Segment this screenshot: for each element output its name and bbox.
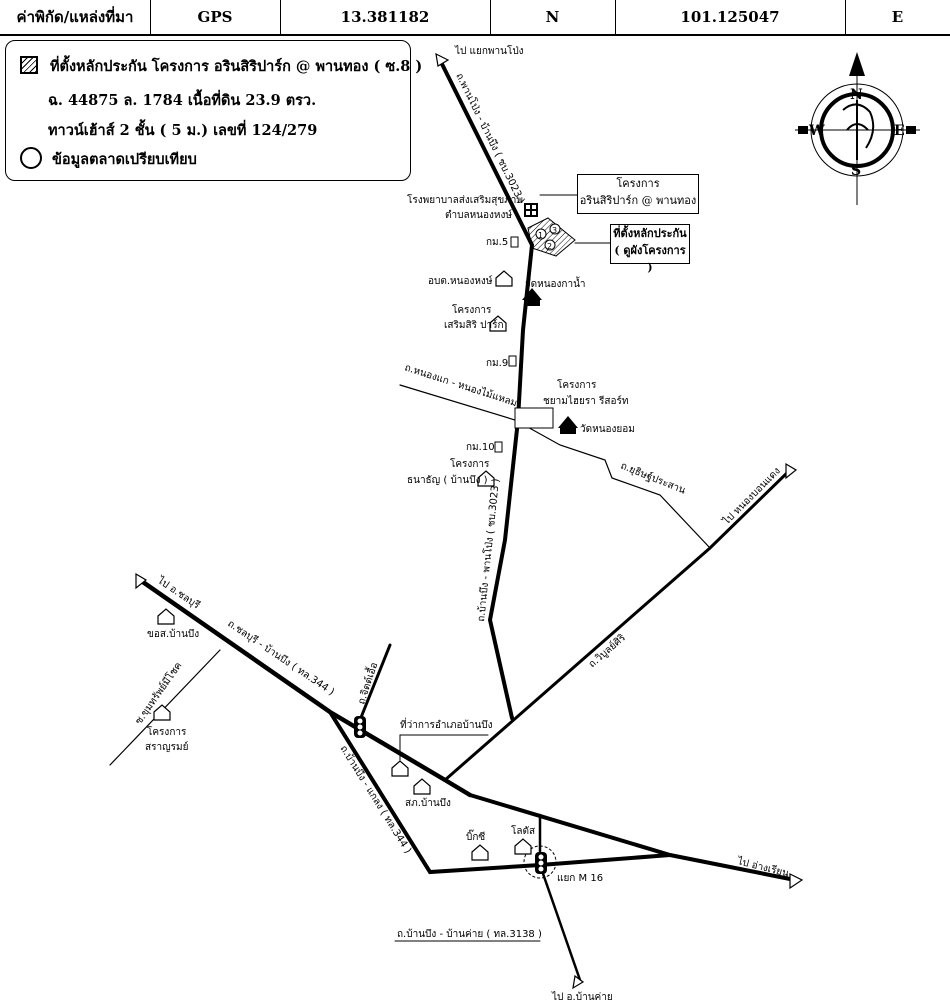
- temple-icon: [558, 416, 578, 434]
- latitude-value: 13.381182: [340, 8, 430, 26]
- house-icon: [489, 315, 507, 332]
- svg-text:2: 2: [547, 242, 552, 251]
- house-icon: [153, 704, 171, 721]
- label-thanathan-1: โครงการ: [450, 457, 490, 470]
- traffic-light-icon: [354, 716, 366, 738]
- label-road-3138: ถ.บ้านบึง - บ้านค่าย ( ทล.3138 ): [397, 928, 542, 940]
- road-344-klaeng: [328, 710, 672, 875]
- legend-collateral: ที่ตั้งหลักประกัน โครงการ อรินสิริปาร์ก …: [20, 55, 422, 78]
- compass-n: N: [850, 87, 863, 103]
- label-road-3023-north: ถ.พานโป่ง - บ้านบึง ( ชบ.3023 ): [453, 71, 528, 206]
- arrow-south: [572, 974, 585, 990]
- label-abt: อบต.หนองหงษ์: [428, 275, 493, 287]
- north-arrow-icon: [849, 52, 865, 76]
- house-icon: [391, 760, 409, 777]
- label-hospital-2: ตำบลหนองหงษ์: [445, 209, 512, 221]
- legend-townhouse: ทาวน์เฮ้าส์ 2 ชั้น ( 5 ม.) เลขที่ 124/27…: [48, 122, 318, 139]
- circle-swatch-icon: [20, 147, 42, 169]
- label-sam-1: โครงการ: [557, 378, 597, 391]
- coord-label: ค่าพิกัด/แหล่งที่มา: [16, 8, 134, 26]
- resort-plot: [514, 407, 554, 429]
- road-chitmai: [358, 643, 392, 722]
- temple-icon: [522, 288, 542, 306]
- road-end-arrows: [135, 52, 804, 990]
- road-wiboon: [443, 468, 792, 782]
- house-icon: [514, 838, 532, 855]
- legend-comparison: ข้อมูลตลาดเปรียบเทียบ: [20, 147, 197, 171]
- label-to-bankhai: ไป อ.บ้านค่าย: [551, 991, 613, 1003]
- marker-1: [535, 228, 547, 240]
- label-lotus: โลตัส: [511, 824, 535, 837]
- label-wat-nongkanam: วัดหนองกาน้ำ: [525, 276, 586, 290]
- label-road-344: ถ.ชลบุรี - บ้านบึง ( ทล.344 ): [225, 618, 336, 699]
- svg-text:3: 3: [552, 226, 557, 235]
- road-nongkae: [399, 384, 711, 549]
- label-district-office: ที่ว่าการอำเภอบ้านบึง: [400, 717, 493, 731]
- km-post-icon: [494, 441, 503, 453]
- label-km5: กม.5: [486, 237, 508, 248]
- label-wat-nongyom: วัดหนองยอม: [580, 424, 635, 435]
- latitude-dir: N: [545, 8, 560, 26]
- longitude-value: 101.125047: [680, 8, 780, 26]
- project-box: โครงการ อรินสิริปาร์ก @ พานทอง: [577, 174, 699, 214]
- legend-box: ที่ตั้งหลักประกัน โครงการ อรินสิริปาร์ก …: [5, 40, 422, 181]
- house-icon: [471, 844, 489, 861]
- label-police: สภ.บ้านบึง: [405, 797, 451, 809]
- label-school: ขอส.บ้านบึง: [147, 628, 199, 640]
- road-3138: [538, 813, 582, 982]
- label-to-nongborn: ไป หนองบอนแดง: [720, 465, 783, 528]
- label-saranrom-2: สราญรมย์: [145, 741, 188, 753]
- marker-3: [549, 223, 561, 235]
- label-km9: กม.9: [486, 358, 508, 369]
- arrow-east: [789, 873, 804, 890]
- house-icon: [413, 778, 431, 795]
- road-to-angrian: [468, 793, 797, 882]
- label-sermsiri-1: โครงการ: [452, 303, 492, 316]
- arrow-north: [435, 52, 450, 67]
- label-road-sukhumvit: ถ.ยุธิษฐ์ประสาน: [619, 460, 688, 497]
- compass-w: W: [808, 123, 825, 139]
- label-thanathan-2: ธนาธัญ ( บ้านบึง ): [407, 474, 488, 486]
- hatch-swatch-icon: [20, 56, 38, 74]
- compass-rose: [795, 52, 920, 205]
- label-saranrom-1: โครงการ: [147, 725, 187, 738]
- arrow-west: [135, 572, 148, 590]
- label-m16: แยก M 16: [557, 873, 603, 884]
- label-road-344b: ถ.บ้านบึง - แกลง ( ทล.344 ): [337, 743, 414, 856]
- gps-header: ค่าพิกัด/แหล่งที่มา GPS 13.381182 N 101.…: [0, 0, 950, 36]
- label-sermsiri-2: เสริมสิริ ปาร์ก: [444, 319, 504, 331]
- house-icon: [157, 608, 175, 625]
- label-sam-2: ชยามไฮยรา รีสอร์ท: [543, 395, 628, 407]
- project-site: [527, 217, 576, 257]
- m16-circle: [523, 845, 557, 879]
- compass-e: E: [894, 123, 905, 139]
- svg-text:1: 1: [538, 231, 543, 240]
- km-post-icons: [494, 236, 519, 453]
- km-post-icon: [510, 236, 519, 248]
- house-icons: [153, 270, 532, 861]
- office-link: [399, 734, 489, 761]
- house-icon: [477, 470, 495, 487]
- label-to-panthong: ไป แยกพานโป่ง: [454, 44, 524, 57]
- hospital-icon: [524, 203, 538, 217]
- arrow-east-top: [785, 462, 798, 480]
- longitude-dir: E: [891, 8, 904, 26]
- label-bigc: บิ๊กซี: [466, 829, 485, 843]
- km-post-icon: [508, 355, 517, 367]
- label-road-3023-south: ถ.บ้านบึง - พานโป่ง ( ชบ.3023 ): [474, 478, 502, 623]
- label-to-angrian: ไป อ่างเรียน: [735, 855, 790, 880]
- label-hospital-1: โรงพยาบาลส่งเสริมสุขภาพ: [407, 193, 523, 206]
- traffic-light-icon: [535, 852, 547, 874]
- road-344-chonburi: [137, 577, 473, 798]
- legend-title-deed: ฉ. 44875 ล. 1784 เนื้อที่ดิน 23.9 ตรว.: [48, 92, 317, 109]
- coord-source: GPS: [197, 8, 233, 26]
- house-icon: [495, 270, 513, 287]
- label-km10: กม.10: [466, 442, 495, 453]
- marker-2: [544, 239, 556, 251]
- collateral-box: ที่ตั้งหลักประกัน ( ดูผังโครงการ ): [610, 224, 690, 274]
- compass-s: S: [851, 163, 861, 179]
